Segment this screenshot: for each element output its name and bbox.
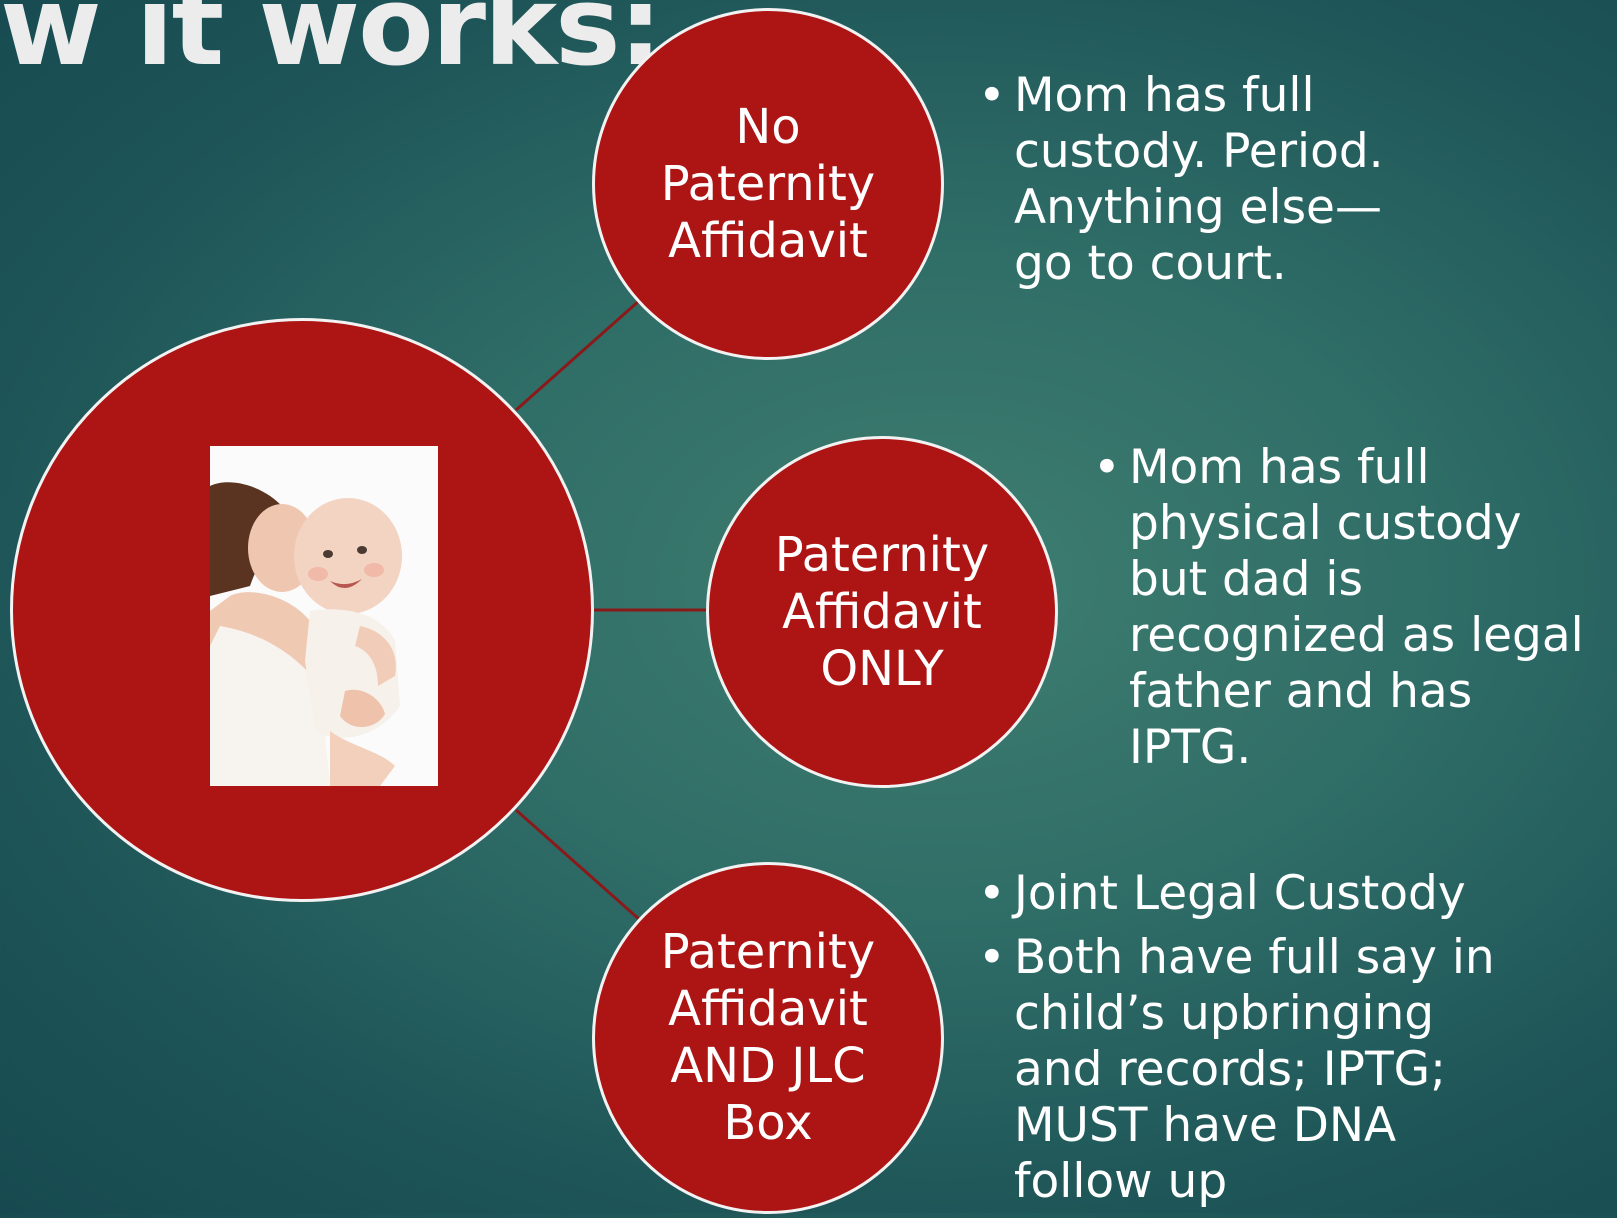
node-label-line: Paternity [660, 155, 876, 212]
node-label-line: Affidavit [668, 212, 868, 269]
connector-line-top [515, 298, 641, 412]
slide-title: w it works: [0, 0, 663, 90]
bullet-text: Mom has full custody. Period. Anything e… [1014, 68, 1384, 291]
node-label-line: No [735, 98, 801, 155]
center-node-circle [10, 318, 594, 902]
bullet-text: Mom has full physical custody but dad is… [1129, 440, 1584, 775]
bullet-dot-icon: • [978, 866, 1006, 921]
bullet-list-no-paternity-affidavit: •Mom has full custody. Period. Anything … [978, 68, 1438, 300]
bullet-item: •Mom has full physical custody but dad i… [1093, 440, 1598, 776]
node-label-line: Box [723, 1095, 813, 1151]
node-label-no-paternity-affidavit: No Paternity Affidavit [661, 99, 875, 270]
node-label-line: Paternity [660, 924, 876, 980]
mother-baby-image [210, 446, 438, 786]
node-label-line: AND JLC [670, 1038, 866, 1094]
node-label-paternity-affidavit-only: Paternity Affidavit ONLY [775, 527, 989, 698]
connector-line-bottom [515, 808, 641, 922]
bullet-dot-icon: • [1093, 440, 1121, 495]
bullet-text: Both have full say in child’s upbringing… [1014, 930, 1495, 1209]
bullet-item: •Joint Legal Custody [978, 866, 1508, 922]
bullet-text: Joint Legal Custody [1014, 866, 1466, 921]
node-label-line: ONLY [820, 640, 944, 697]
node-circle-no-paternity-affidavit: No Paternity Affidavit [592, 8, 944, 360]
bullet-item: •Mom has full custody. Period. Anything … [978, 68, 1438, 292]
node-label-line: Affidavit [668, 981, 868, 1037]
bullet-dot-icon: • [978, 930, 1006, 985]
bullet-item: •Both have full say in child’s upbringin… [978, 930, 1508, 1210]
node-circle-paternity-affidavit-and-jlc-box: Paternity Affidavit AND JLC Box [592, 862, 944, 1214]
node-label-paternity-affidavit-and-jlc-box: Paternity Affidavit AND JLC Box [661, 924, 875, 1152]
node-circle-paternity-affidavit-only: Paternity Affidavit ONLY [706, 436, 1058, 788]
node-label-line: Paternity [774, 526, 990, 583]
mother-baby-photo [210, 446, 438, 786]
bullet-dot-icon: • [978, 68, 1006, 123]
bullet-list-paternity-affidavit-and-jlc-box: •Joint Legal Custody •Both have full say… [978, 866, 1508, 1218]
node-label-line: Affidavit [782, 583, 982, 640]
bullet-list-paternity-affidavit-only: •Mom has full physical custody but dad i… [1093, 440, 1598, 784]
